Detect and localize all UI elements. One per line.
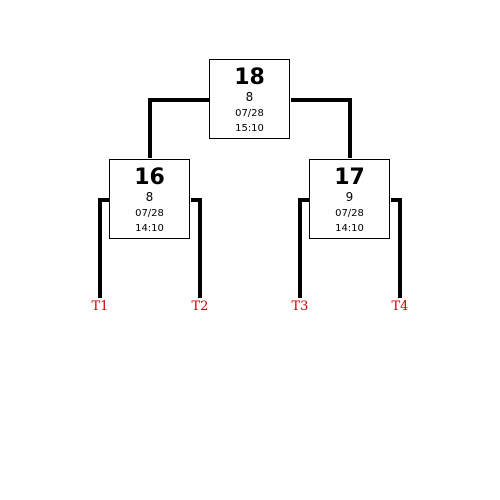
match-sub-number: 8 [245, 90, 254, 104]
match-time: 14:10 [135, 223, 164, 234]
team-label-t4[interactable]: T4 [391, 299, 409, 314]
connector-semi-right-t3 [298, 198, 309, 298]
team-label-t1[interactable]: T1 [91, 299, 109, 314]
match-box-semi-left[interactable]: 16 8 07/28 14:10 [109, 159, 190, 239]
connector-final-right [291, 98, 352, 158]
team-label-t2[interactable]: T2 [191, 299, 209, 314]
team-label-t3[interactable]: T3 [291, 299, 309, 314]
match-number: 17 [334, 165, 365, 190]
connector-semi-right-t4 [391, 198, 402, 298]
match-time: 15:10 [235, 123, 264, 134]
match-sub-number: 8 [145, 190, 154, 204]
match-box-semi-right[interactable]: 17 9 07/28 14:10 [309, 159, 390, 239]
match-date: 07/28 [135, 208, 164, 219]
match-box-final[interactable]: 18 8 07/28 15:10 [209, 59, 290, 139]
connector-final-left [148, 98, 209, 158]
match-number: 18 [234, 65, 265, 90]
match-number: 16 [134, 165, 165, 190]
match-sub-number: 9 [345, 190, 354, 204]
connector-semi-left-t1 [98, 198, 109, 298]
match-date: 07/28 [235, 108, 264, 119]
connector-semi-left-t2 [191, 198, 202, 298]
match-date: 07/28 [335, 208, 364, 219]
match-time: 14:10 [335, 223, 364, 234]
